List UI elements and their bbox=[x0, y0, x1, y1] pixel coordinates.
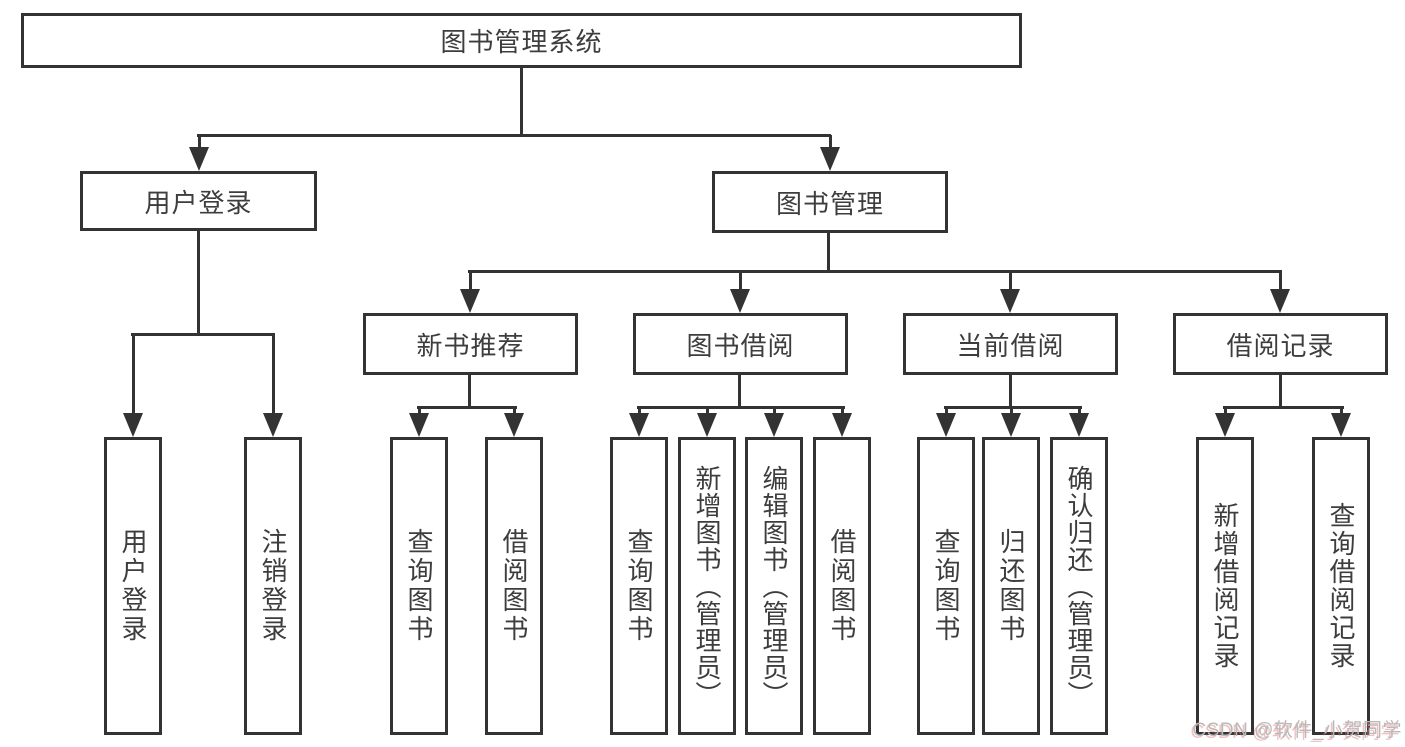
node-root: 图书管理系统 bbox=[21, 13, 1022, 68]
arrow-to-logout-leaf bbox=[263, 335, 283, 437]
arrow-to-current-borrow bbox=[1000, 272, 1020, 313]
csdn-watermark: CSDN @软件_小贺同学 bbox=[1192, 720, 1402, 741]
connector-currentborrow-rail bbox=[944, 406, 1082, 409]
node-user-login: 用户登录 bbox=[80, 171, 317, 231]
connector-bookborrow-rail bbox=[637, 406, 845, 409]
node-book-borrowing: 图书借阅 bbox=[633, 313, 848, 375]
arrow-leaf bbox=[1069, 408, 1089, 437]
leaf-edit-books-admin: 编辑图书（管理员） bbox=[745, 437, 803, 735]
arrow-leaf bbox=[936, 408, 956, 437]
connector-user-drop bbox=[197, 231, 200, 335]
leaf-query-books-3: 查询图书 bbox=[917, 437, 975, 735]
arrow-leaf bbox=[1331, 408, 1351, 437]
arrow-to-borrow-record bbox=[1270, 272, 1290, 313]
leaf-borrow-books-1: 借阅图书 bbox=[485, 437, 543, 735]
connector-newbook-drop bbox=[468, 375, 471, 408]
arrow-to-book-borrow bbox=[730, 272, 750, 313]
connector-bookborrow-drop bbox=[738, 375, 741, 408]
leaf-confirm-return-admin: 确认归还（管理员） bbox=[1050, 437, 1108, 735]
arrow-to-user-login bbox=[189, 135, 209, 171]
arrow-to-book-mgmt bbox=[820, 135, 840, 171]
connector-borrowrecord-drop bbox=[1279, 375, 1282, 408]
connector-borrowrecord-rail bbox=[1223, 406, 1344, 409]
leaf-query-books-1: 查询图书 bbox=[390, 437, 448, 735]
arrow-leaf bbox=[764, 408, 784, 437]
leaf-borrow-books-2: 借阅图书 bbox=[813, 437, 871, 735]
leaf-query-books-2: 查询图书 bbox=[610, 437, 668, 735]
leaf-query-borrow-record: 查询借阅记录 bbox=[1312, 437, 1370, 735]
arrow-leaf bbox=[1215, 408, 1235, 437]
connector-root-drop bbox=[520, 68, 523, 135]
node-new-book-recommend: 新书推荐 bbox=[363, 313, 578, 375]
arrow-leaf bbox=[1001, 408, 1021, 437]
connector-user-rail bbox=[131, 333, 275, 336]
node-current-borrowing: 当前借阅 bbox=[903, 313, 1118, 375]
connector-level2-rail bbox=[197, 134, 831, 137]
arrow-leaf bbox=[629, 408, 649, 437]
arrow-leaf bbox=[409, 408, 429, 437]
connector-level3-rail bbox=[468, 270, 1282, 273]
connector-newbook-rail bbox=[417, 406, 517, 409]
node-borrowing-records: 借阅记录 bbox=[1173, 313, 1388, 375]
arrow-to-new-book bbox=[460, 272, 480, 313]
leaf-add-borrow-record: 新增借阅记录 bbox=[1196, 437, 1254, 735]
node-book-management: 图书管理 bbox=[712, 171, 948, 233]
leaf-logout: 注销登录 bbox=[244, 437, 302, 735]
leaf-add-books-admin: 新增图书（管理员） bbox=[678, 437, 736, 735]
connector-currentborrow-drop bbox=[1009, 375, 1012, 408]
connector-book-drop bbox=[827, 233, 830, 272]
leaf-user-login: 用户登录 bbox=[104, 437, 162, 735]
leaf-return-books: 归还图书 bbox=[982, 437, 1040, 735]
arrow-leaf bbox=[832, 408, 852, 437]
arrow-to-user-login-leaf bbox=[123, 335, 143, 437]
arrow-leaf bbox=[697, 408, 717, 437]
arrow-leaf bbox=[504, 408, 524, 437]
